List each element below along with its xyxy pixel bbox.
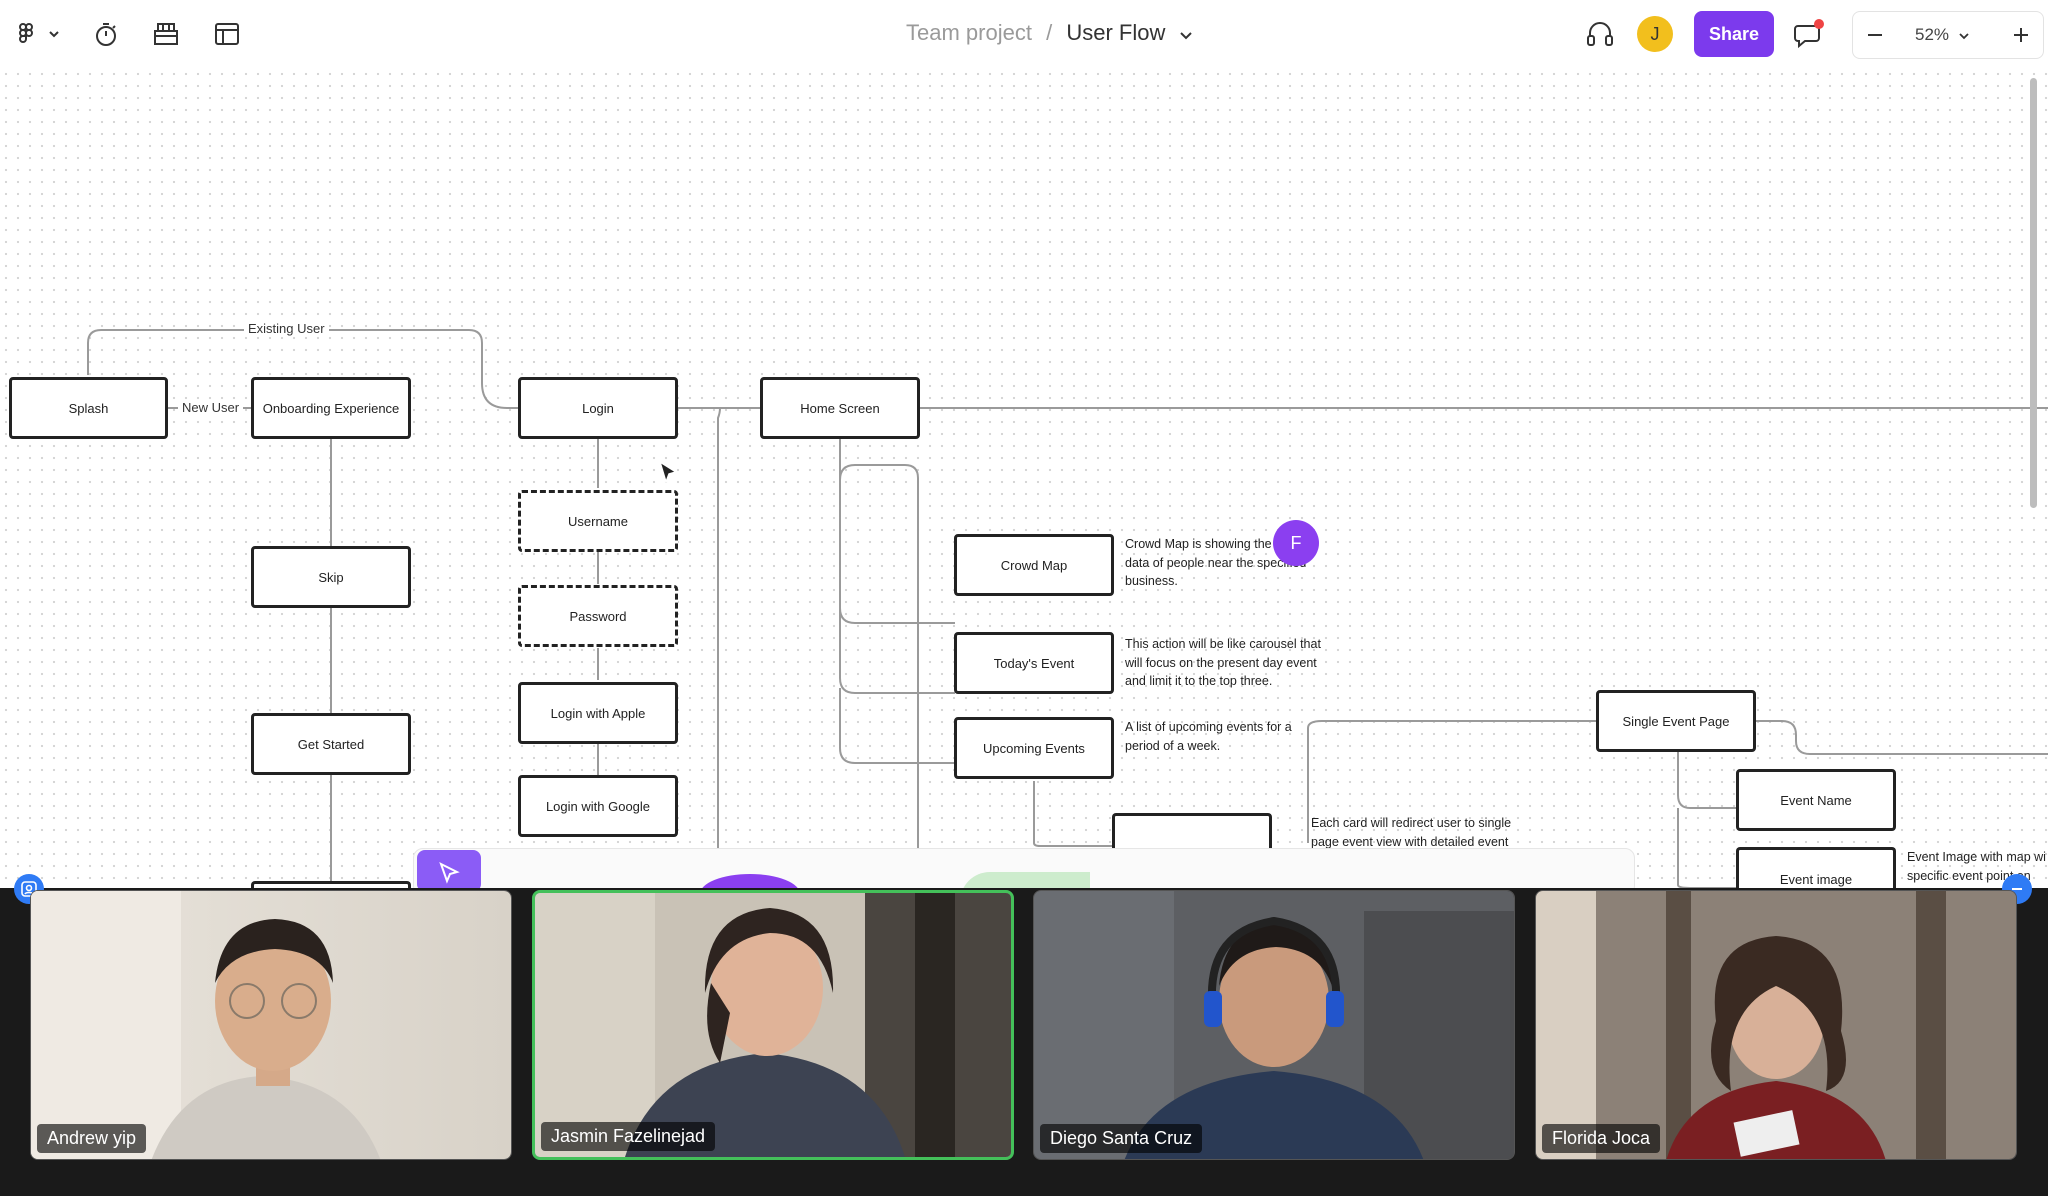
node-skip[interactable]: Skip	[251, 546, 411, 608]
node-partial[interactable]	[251, 881, 411, 888]
zoom-level[interactable]: 52%	[1915, 25, 1970, 45]
node-upcoming-events[interactable]: Upcoming Events	[954, 717, 1114, 779]
participant-name: Diego Santa Cruz	[1040, 1124, 1203, 1153]
note-line: Crowd Map is showing the live	[1125, 537, 1294, 551]
whiteboard-canvas[interactable]: Existing User New User Splash Onboarding…	[0, 68, 2048, 888]
participant-name: Florida Joca	[1542, 1124, 1661, 1153]
note-line: data of people near the specified	[1125, 555, 1307, 570]
note-todays-event[interactable]: This action will be like carousel that w…	[1125, 635, 1321, 691]
participant-name: Jasmin Fazelinejad	[541, 1122, 716, 1151]
participant-video	[1034, 891, 1514, 1159]
video-tile[interactable]: Diego Santa Cruz	[1033, 890, 1515, 1160]
node-crowd-map[interactable]: Crowd Map	[954, 534, 1114, 596]
note-crowd-map[interactable]: Crowd Map is showing the live data of pe…	[1125, 535, 1306, 591]
node-single-event-page[interactable]: Single Event Page	[1596, 690, 1756, 752]
breadcrumb: Team project / User Flow	[906, 20, 1193, 47]
note-line: This action will be like carousel that	[1125, 637, 1321, 651]
zoom-level-value: 52%	[1915, 25, 1950, 44]
node-login-apple[interactable]: Login with Apple	[518, 682, 678, 744]
file-title[interactable]: User Flow	[1066, 20, 1166, 45]
video-tile[interactable]: Florida Joca	[1535, 890, 2017, 1160]
note-event-image[interactable]: Event Image with map wi specific event p…	[1907, 848, 2046, 888]
note-line: specific event point on	[1907, 868, 2031, 883]
chevron-down-icon[interactable]	[1179, 21, 1193, 47]
avatar[interactable]: J	[1637, 16, 1673, 52]
note-line: A list of upcoming events for a	[1125, 720, 1292, 734]
mouse-cursor-icon	[658, 460, 680, 491]
note-line: Each card will redirect user to single	[1311, 816, 1512, 830]
figma-logo-icon[interactable]	[14, 14, 62, 54]
video-tile[interactable]: Andrew yip	[30, 890, 512, 1160]
new-user-connector-label: New User	[178, 400, 244, 415]
node-login-google[interactable]: Login with Google	[518, 775, 678, 837]
note-line: ate	[1907, 885, 2046, 888]
node-splash[interactable]: Splash	[9, 377, 168, 439]
vertical-scrollbar[interactable]	[2030, 78, 2037, 508]
layout-icon[interactable]	[207, 14, 247, 54]
existing-user-connector-label: Existing User	[244, 321, 329, 336]
note-line: period of a week.	[1125, 738, 1221, 753]
note-event-card[interactable]: Each card will redirect user to single p…	[1311, 814, 1511, 851]
headphones-icon[interactable]	[1580, 14, 1620, 54]
node-get-started[interactable]: Get Started	[251, 713, 411, 775]
select-tool-button[interactable]	[417, 850, 481, 892]
node-password[interactable]: Password	[518, 585, 678, 647]
note-line: business.	[1125, 574, 1178, 588]
note-line: Event Image with map wi	[1907, 850, 2046, 864]
video-tile-active-speaker[interactable]: Jasmin Fazelinejad	[532, 890, 1014, 1160]
library-icon[interactable]	[146, 14, 186, 54]
node-onboarding[interactable]: Onboarding Experience	[251, 377, 411, 439]
note-line: and limit it to the top three.	[1125, 674, 1273, 688]
collaborator-cursor: F	[1273, 520, 1319, 566]
participant-name: Andrew yip	[37, 1124, 147, 1153]
breadcrumb-separator: /	[1046, 20, 1053, 45]
timer-icon[interactable]	[86, 14, 126, 54]
participant-video	[535, 893, 1011, 1157]
participant-video	[1536, 891, 2016, 1159]
node-login[interactable]: Login	[518, 377, 678, 439]
breadcrumb-parent[interactable]: Team project	[906, 20, 1032, 45]
node-todays-event[interactable]: Today's Event	[954, 632, 1114, 694]
note-upcoming-events[interactable]: A list of upcoming events for a period o…	[1125, 718, 1292, 755]
share-button[interactable]: Share	[1694, 11, 1774, 57]
zoom-in-button[interactable]	[2001, 15, 2041, 55]
node-event-image[interactable]: Event image	[1736, 847, 1896, 888]
node-home-screen[interactable]: Home Screen	[760, 377, 920, 439]
note-line: page event view with detailed event	[1311, 834, 1509, 849]
zoom-control: 52%	[1852, 11, 2044, 59]
chat-bubble-icon[interactable]	[1790, 14, 1830, 54]
zoom-out-button[interactable]	[1855, 15, 1895, 55]
top-bar: Team project / User Flow J Share 52%	[0, 0, 2048, 68]
participant-video	[31, 891, 511, 1159]
note-line: will focus on the present day event	[1125, 655, 1317, 670]
node-event-name[interactable]: Event Name	[1736, 769, 1896, 831]
node-username[interactable]: Username	[518, 490, 678, 552]
